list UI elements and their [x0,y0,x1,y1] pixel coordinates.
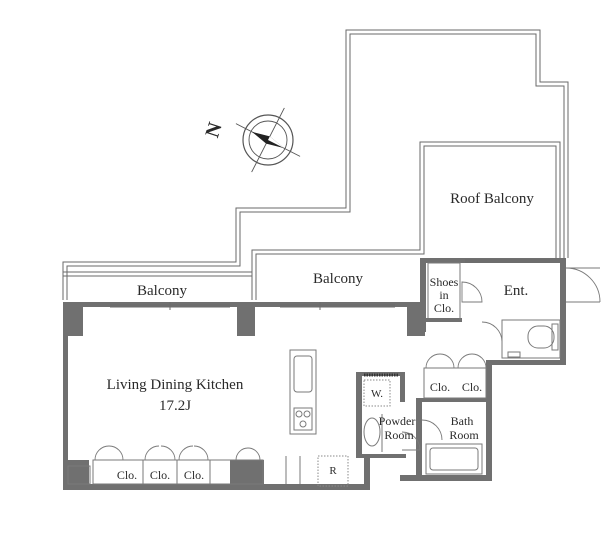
balcony-right-label: Balcony [313,271,363,287]
roof-balcony-outline [62,29,569,300]
balcony-left-label: Balcony [137,283,187,299]
ldk-closets [67,445,264,485]
kitchen-island [289,349,317,435]
closet-label: Clo. [430,380,450,394]
powder-room-label-line2: Room [384,428,414,442]
bath-room-label-line2: Room [449,428,479,442]
closet-label: Clo. [184,468,204,482]
entrance-area [426,262,601,359]
closet-label: Clo. [150,468,170,482]
refrigerator-space [317,455,349,487]
powder-room-label-line1: Powder [379,414,416,428]
ldk-size-label: 17.2J [159,398,191,414]
compass-north-label: N [201,119,227,140]
shoes-closet-label-line3: Clo. [434,301,454,315]
closet-label: Clo. [117,468,137,482]
entrance-label: Ent. [504,283,529,299]
roof-balcony-label: Roof Balcony [450,191,534,207]
wet-area [356,353,490,478]
ldk-name-label: Living Dining Kitchen [107,377,244,393]
washer-label: W. [371,388,383,400]
shoes-closet-label-line2: in [439,288,448,302]
shoes-closet-label-line1: Shoes [430,275,459,289]
bath-room-label-line1: Bath [451,414,474,428]
compass-rose-icon [235,107,301,173]
closet-label: Clo. [462,380,482,394]
refrigerator-label: R [329,465,337,477]
balcony-windows [110,259,550,310]
